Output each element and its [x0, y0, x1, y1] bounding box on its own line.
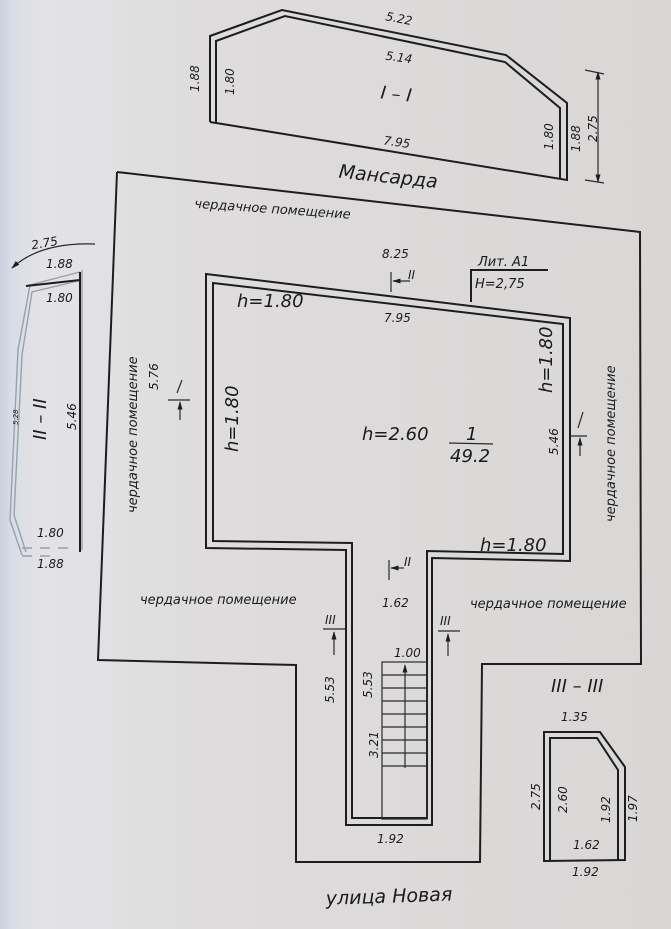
- dim-bottom-outer: 1.92: [572, 865, 599, 879]
- dim-right-inner: 1.80: [542, 123, 556, 150]
- dim-top-inner: 5.14: [385, 49, 413, 67]
- height-main: h=2.60: [362, 424, 429, 445]
- dim-top-outer: 5.22: [385, 9, 414, 28]
- height-low-bottom: h=1.80: [480, 535, 547, 556]
- dim-length: 5.46: [65, 403, 79, 430]
- dim-total-height: 2.75: [586, 115, 600, 142]
- dim-left-outer: 1.88: [188, 65, 202, 92]
- section-1-1: 5.22 5.14 7.95 1.88 1.80 1.80 1.88 2.75 …: [188, 8, 605, 184]
- height-low-top: h=1.80: [237, 291, 304, 312]
- dim-corridor-left: 5.53: [323, 676, 337, 703]
- dim-right-outer: 1.88: [569, 125, 583, 152]
- dim-corridor-width: 1.62: [382, 596, 409, 610]
- section-mark-iii-right: III: [438, 614, 460, 656]
- dim-stair-width: 1.00: [394, 646, 421, 660]
- dim-left: 5.76: [147, 363, 161, 390]
- section-2-right-wall: [25, 272, 81, 552]
- dim-tick: [584, 69, 605, 75]
- room-outer-wall: [205, 272, 571, 826]
- litera-marker: [470, 269, 548, 302]
- section-1-outer-outline: [209, 8, 568, 182]
- height-low-left: h=1.80: [222, 385, 243, 452]
- attic-label-right: чердачное помещение: [604, 365, 619, 522]
- section-3-3: III – III 1.35 2.75 2.60 1.92 1.97 1.62 …: [529, 676, 640, 879]
- dim-inner-top: 7.95: [384, 311, 411, 325]
- dim-bottom: 7.95: [383, 133, 411, 151]
- section-mark-i-right: [570, 411, 587, 456]
- section-3-inner-outline: [549, 737, 619, 861]
- dim-stair-length: 3.21: [367, 731, 381, 758]
- svg-text:II: II: [408, 268, 416, 282]
- section-3-outer-outline: [543, 731, 626, 863]
- attic-label-top: чердачное помещение: [194, 197, 351, 223]
- dim-left-inner: 2.60: [556, 786, 570, 813]
- dim-arc-2-75: [11, 243, 96, 269]
- dim-left-outer: 2.75: [529, 783, 543, 810]
- section-1-inner-outline: [215, 14, 561, 179]
- dim-left-inner: 1.80: [223, 68, 237, 95]
- dim-tick: [584, 179, 605, 184]
- section-2-outer-outline: [9, 270, 83, 556]
- dim-bottom-outer: 1.88: [37, 557, 64, 571]
- section-mark-iii-left: III: [323, 613, 345, 655]
- dim-top-outer: 1.88: [46, 257, 73, 271]
- room-number: 1: [466, 424, 477, 445]
- dim-right-outer: 1.97: [626, 795, 640, 822]
- section-mark-ii-bottom: II: [388, 555, 412, 580]
- dim-corridor-inner: 5.53: [361, 671, 375, 698]
- plan-title: Мансарда: [338, 161, 439, 193]
- street-label: улица Новая: [324, 883, 452, 909]
- attic-label-bottom-right: чердачное помещение: [470, 597, 627, 612]
- section-3-title: III – III: [551, 676, 603, 697]
- dim-bottom-inner: 1.80: [37, 526, 64, 540]
- dim-total-height: 2.75: [30, 234, 59, 252]
- svg-text:III: III: [440, 614, 451, 628]
- height-low-right: h=1.80: [536, 326, 557, 393]
- section-mark-i-left: [168, 379, 190, 420]
- section-2-inner-outline: [13, 279, 83, 553]
- dim-bottom-inner: 1.62: [573, 838, 600, 852]
- dim-right: 5.46: [547, 428, 561, 455]
- dim-outer-top: 8.25: [382, 247, 409, 261]
- attic-boundary: [96, 171, 643, 863]
- room-area: 49.2: [450, 446, 490, 467]
- main-plan: Лит. А1 H=2,75 II: [96, 171, 643, 863]
- staircase: [381, 661, 428, 820]
- dim-side-a: 5.28: [12, 409, 20, 425]
- room-fraction-line: [448, 442, 494, 445]
- svg-text:III: III: [325, 613, 336, 627]
- section-2-2: 2.75 1.88 1.80 5.46 1.80 1.88 5.28 II – …: [9, 234, 96, 571]
- litera-name: Лит. А1: [477, 255, 529, 270]
- dashed-base: [22, 547, 68, 557]
- dim-bottom: 1.92: [377, 832, 404, 846]
- attic-label-bottom-left: чердачное помещение: [140, 593, 297, 608]
- dim-right-inner: 1.92: [599, 796, 613, 823]
- attic-label-left: чердачное помещение: [126, 356, 141, 513]
- dim-top-inner: 1.80: [46, 291, 73, 305]
- section-1-title: I – I: [380, 83, 413, 107]
- litera-height: H=2,75: [475, 277, 525, 292]
- section-mark-ii-top: II: [390, 268, 416, 292]
- svg-text:II: II: [404, 555, 412, 569]
- dim-top: 1.35: [561, 710, 588, 724]
- section-2-title: II – II: [30, 398, 51, 440]
